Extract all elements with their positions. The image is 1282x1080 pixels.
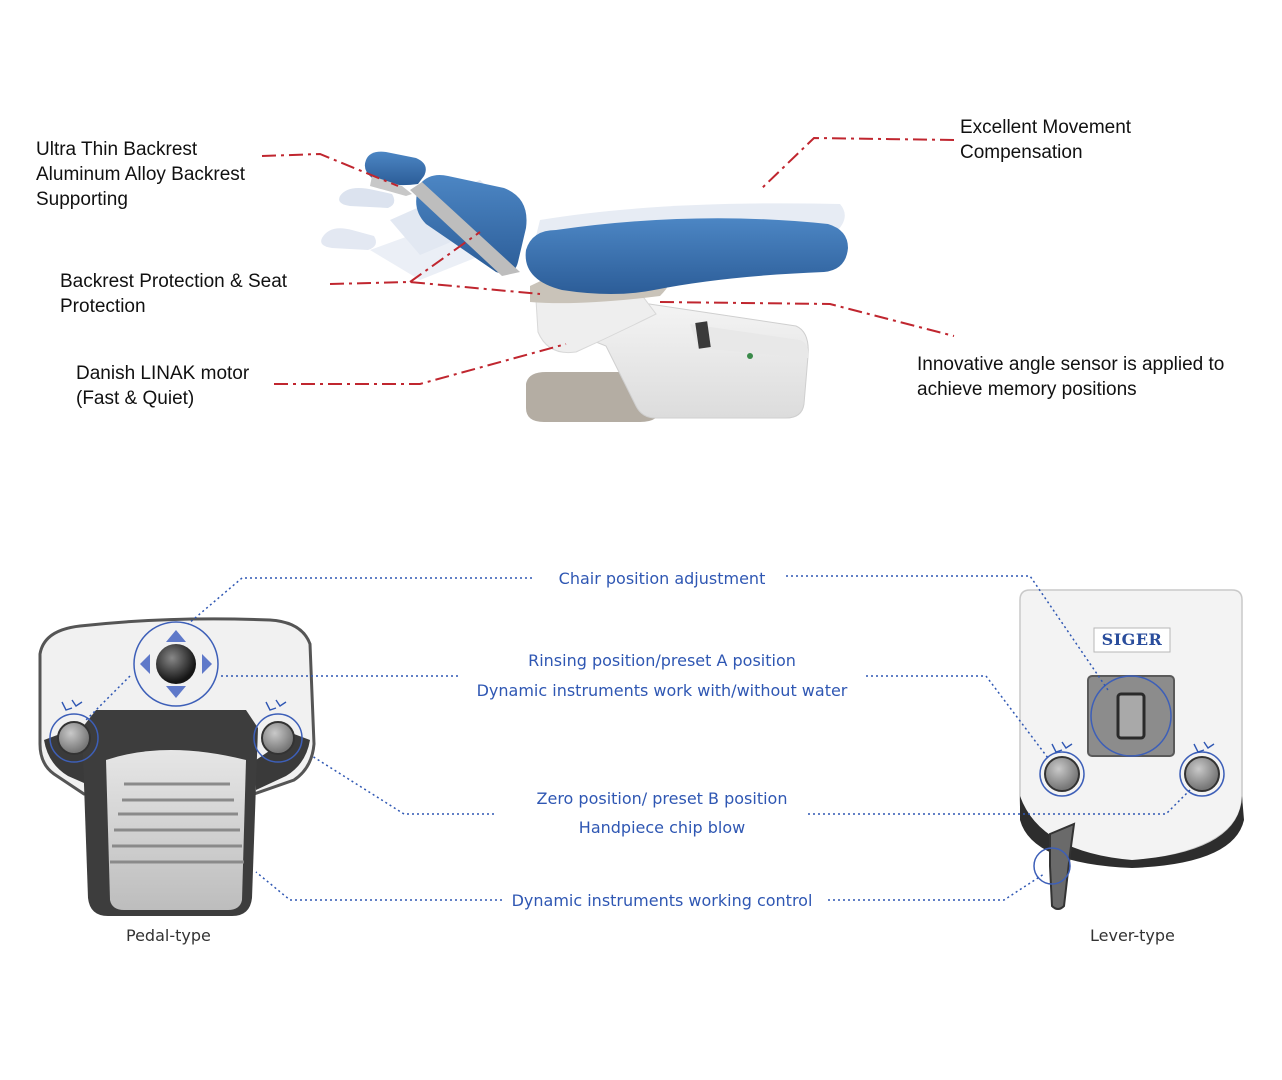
label-pedal-type: Pedal-type <box>126 926 211 945</box>
button-symbols <box>61 699 1215 753</box>
brand-badge <box>1093 627 1171 653</box>
joystick-ring <box>133 621 219 707</box>
caption-dynamic-water: Dynamic instruments work with/without wa… <box>476 681 848 700</box>
caption-zero-position: Zero position/ preset B position <box>536 789 788 808</box>
caption-chip-blow: Handpiece chip blow <box>578 818 746 837</box>
leader-rinsing-ball <box>85 675 131 721</box>
right-button <box>261 721 295 755</box>
joystick-arrows <box>140 630 212 698</box>
leader-chair-position-left <box>187 577 532 625</box>
pedal-control <box>38 617 316 916</box>
leader-sensor <box>659 301 955 337</box>
leader-working-right <box>828 873 1045 901</box>
leader-rinsing-right <box>866 675 1049 759</box>
chair-callout-lines <box>261 136 955 385</box>
control-leader-lines <box>85 575 1191 901</box>
leader-working-left <box>255 871 502 901</box>
leader-protection <box>329 280 541 295</box>
right-button-ring <box>253 713 303 763</box>
label-lever-type: Lever-type <box>1090 926 1175 945</box>
caption-rinsing: Rinsing position/preset A position <box>528 651 796 670</box>
left-button-ring <box>49 713 99 763</box>
leader-motor <box>274 343 567 385</box>
caption-chair-position: Chair position adjustment <box>558 569 766 588</box>
leader-zero-right <box>808 789 1191 815</box>
label-backrest: Ultra Thin Backrest Aluminum Alloy Backr… <box>36 139 246 210</box>
leader-backrest <box>261 152 399 187</box>
leader-zero-left <box>311 755 494 815</box>
label-motor: Danish LINAK motor (Fast & Quiet) <box>76 363 250 409</box>
label-protection: Backrest Protection & Seat Protection <box>60 271 288 317</box>
caption-working-control: Dynamic instruments working control <box>511 891 813 910</box>
lever <box>1049 822 1076 910</box>
left-button <box>57 721 91 755</box>
leader-chair-position-right <box>786 575 1109 691</box>
joystick-ball <box>156 644 196 684</box>
leader-movement <box>759 136 955 191</box>
dental-chair <box>321 151 848 422</box>
brand-logo: SIGER <box>1101 630 1163 649</box>
label-movement: Excellent Movement Compensation <box>960 117 1132 163</box>
label-sensor: Innovative angle sensor is applied to ac… <box>917 354 1225 400</box>
